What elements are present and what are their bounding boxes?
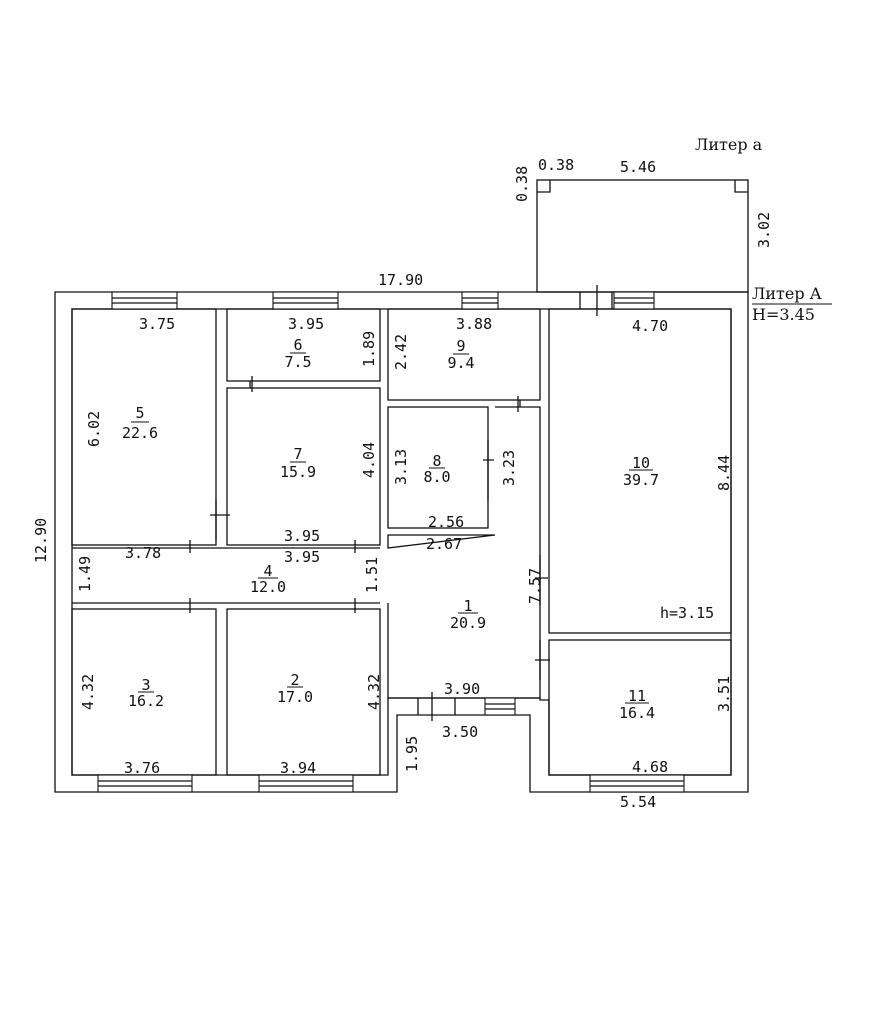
room-2-number: 2	[290, 671, 299, 689]
height-A-label: H=3.45	[752, 305, 815, 324]
dim-r9-top: 3.88	[456, 315, 492, 333]
dim-r7-side: 4.04	[360, 442, 378, 478]
liter-a-small-label: Литер а	[695, 135, 763, 154]
dim-r3-side: 4.32	[79, 674, 97, 710]
room-1-area: 20.9	[450, 614, 486, 632]
room-10-height: h=3.15	[660, 604, 714, 622]
dim-r10-side: 8.44	[715, 455, 733, 491]
dim-annex-corner-w: 0.38	[538, 156, 574, 174]
dim-r5-side: 6.02	[85, 411, 103, 447]
dim-porch-width: 3.50	[442, 723, 478, 741]
room-7-outline	[226, 387, 381, 546]
dim-r11-side: 3.51	[715, 676, 733, 712]
room-2-area: 17.0	[277, 688, 313, 706]
room-6-area: 7.5	[284, 353, 311, 371]
dim-r11-outer: 5.54	[620, 793, 656, 811]
room-8-number: 8	[432, 452, 441, 470]
annex-outline	[536, 179, 749, 293]
room-1-number: 1	[463, 597, 472, 615]
room-11-area: 16.4	[619, 704, 655, 722]
room-4-area: 12.0	[250, 578, 286, 596]
dim-r6-side: 1.89	[360, 331, 378, 367]
dim-r8-bottom: 2.56	[428, 513, 464, 531]
room-7-number: 7	[293, 445, 302, 463]
dim-r1-bottom: 3.90	[444, 680, 480, 698]
dim-r7-bottom: 3.95	[284, 527, 320, 545]
dim-r5-top: 3.75	[139, 315, 175, 333]
dim-r3-bottom: 3.76	[124, 759, 160, 777]
room-4-outline	[72, 547, 380, 604]
room-8-area: 8.0	[423, 468, 450, 486]
dim-annex-corner-h: 0.38	[513, 166, 531, 202]
room-4-number: 4	[263, 562, 272, 580]
dim-total-width: 12.90	[32, 518, 50, 563]
room-3-number: 3	[141, 676, 150, 694]
dim-r5-bottom: 3.78	[125, 544, 161, 562]
dim-r4-top: 3.95	[284, 548, 320, 566]
room-9-number: 9	[456, 337, 465, 355]
dim-r4-right: 1.51	[363, 557, 381, 593]
room-10-area: 39.7	[623, 471, 659, 489]
dim-r1-top: 2.67	[426, 535, 462, 553]
liter-A-label: Литер А	[752, 284, 822, 303]
dim-r2-side: 4.32	[365, 674, 383, 710]
dim-annex-depth: 3.02	[755, 212, 773, 248]
doors	[189, 285, 613, 721]
dim-r2-bottom: 3.94	[280, 759, 316, 777]
dim-r4-left: 1.49	[76, 556, 94, 592]
room-5-area: 22.6	[122, 424, 158, 442]
dim-r8-left: 3.13	[392, 449, 410, 485]
dim-r10-top: 4.70	[632, 317, 668, 335]
dim-porch-depth: 1.95	[403, 736, 421, 772]
room-11-number: 11	[628, 687, 646, 705]
room-5-number: 5	[135, 404, 144, 422]
dim-total-length: 17.90	[378, 271, 423, 289]
dim-r6-top: 3.95	[288, 315, 324, 333]
dim-r11-bottom: 4.68	[632, 758, 668, 776]
windows	[97, 291, 685, 793]
room-3-area: 16.2	[128, 692, 164, 710]
room-9-area: 9.4	[447, 354, 474, 372]
room-10-number: 10	[632, 454, 650, 472]
dim-r8-right: 3.23	[500, 450, 518, 486]
dim-annex-width: 5.46	[620, 158, 656, 176]
room-6-number: 6	[293, 336, 302, 354]
room-1-outline	[387, 406, 541, 699]
room-7-area: 15.9	[280, 463, 316, 481]
dim-r9-side: 2.42	[392, 334, 410, 370]
dim-r1-side: 7.57	[526, 568, 544, 604]
